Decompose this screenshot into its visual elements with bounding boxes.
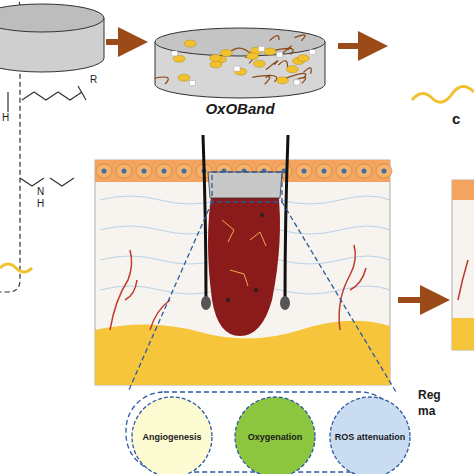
process-arrow (338, 43, 382, 49)
product-name: OxOBand (175, 100, 305, 117)
process-arrow (106, 39, 142, 45)
atom-symbol: H (37, 198, 44, 209)
partial-label: Reg (418, 388, 441, 402)
skin-section (95, 135, 392, 385)
atom-symbol: N (37, 186, 44, 197)
fiber (0, 264, 32, 272)
scaffold-disk (0, 4, 104, 72)
atom-symbol: H (2, 112, 9, 123)
benefit-text: Angiogenesis (136, 432, 207, 443)
benefit-circle: Angiogenesis (130, 395, 214, 474)
chemical-structure (8, 86, 86, 186)
oxoband-disk (154, 28, 325, 98)
fiber (412, 86, 474, 102)
regenerated-skin (452, 180, 474, 350)
benefit-text: Oxygenation (242, 432, 309, 443)
benefit-circle: ROS attenuation (328, 395, 412, 474)
partial-label: c (452, 110, 460, 127)
atom-symbol: R (90, 74, 97, 85)
benefit-text: ROS attenuation (329, 432, 412, 443)
partial-label: ma (418, 404, 435, 418)
wound (208, 190, 280, 336)
oxoband-label: OxOBand (175, 100, 305, 124)
benefit-circle: Oxygenation (233, 395, 317, 474)
process-arrow (398, 297, 444, 303)
